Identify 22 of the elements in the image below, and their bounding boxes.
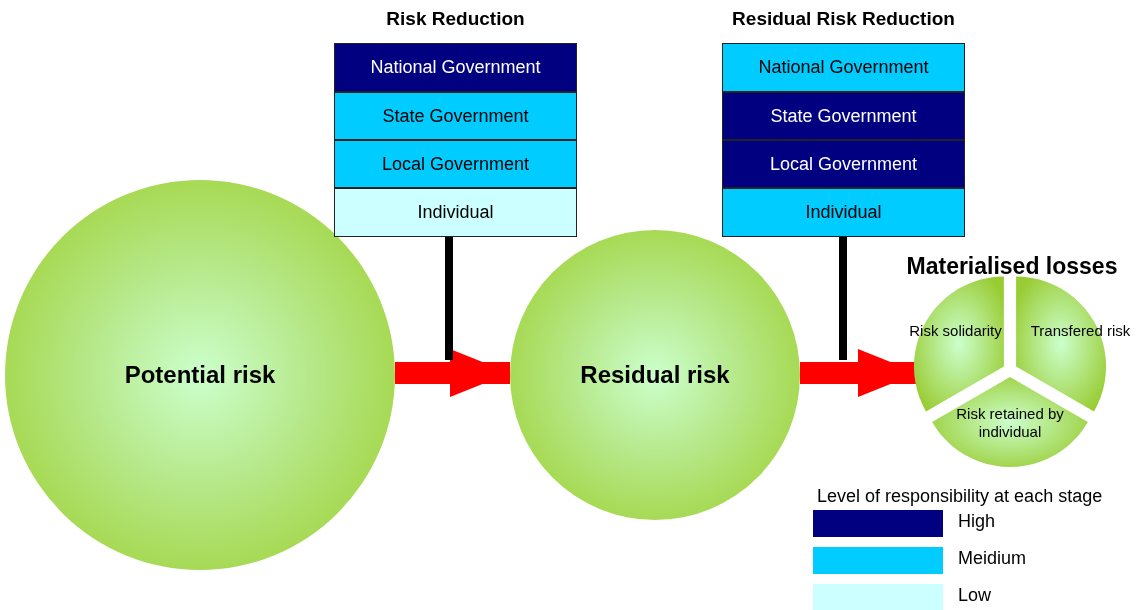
chart-heading: Materialised losses (906, 253, 1118, 279)
table-heading: Residual Risk Reduction (732, 8, 955, 29)
legend-title: Level of responsibility at each stage (817, 486, 1103, 507)
table-cell: National Government (334, 43, 577, 92)
table-cell: State Government (334, 92, 577, 140)
table-cell: National Government (722, 43, 965, 92)
legend-label: High (958, 511, 996, 532)
legend-label: Low (958, 585, 992, 606)
slice-label: Transfered risk (1029, 322, 1132, 340)
table-heading: Risk Reduction (386, 8, 525, 29)
table-cell: Individual (334, 188, 577, 237)
circle-label: Residual risk (580, 361, 730, 389)
legend-label: Meidium (958, 548, 1027, 569)
slice-label: Risk solidarity (908, 322, 1003, 340)
thick-arrow (395, 349, 510, 397)
table-cell: State Government (722, 92, 965, 140)
slice-label: Risk retained by individual (955, 405, 1065, 441)
table-cell: Local Government (334, 140, 577, 188)
thick-arrow (800, 349, 918, 397)
circle-label: Potential risk (124, 361, 276, 389)
table-cell: Local Government (722, 140, 965, 188)
table-cell: Individual (722, 188, 965, 237)
